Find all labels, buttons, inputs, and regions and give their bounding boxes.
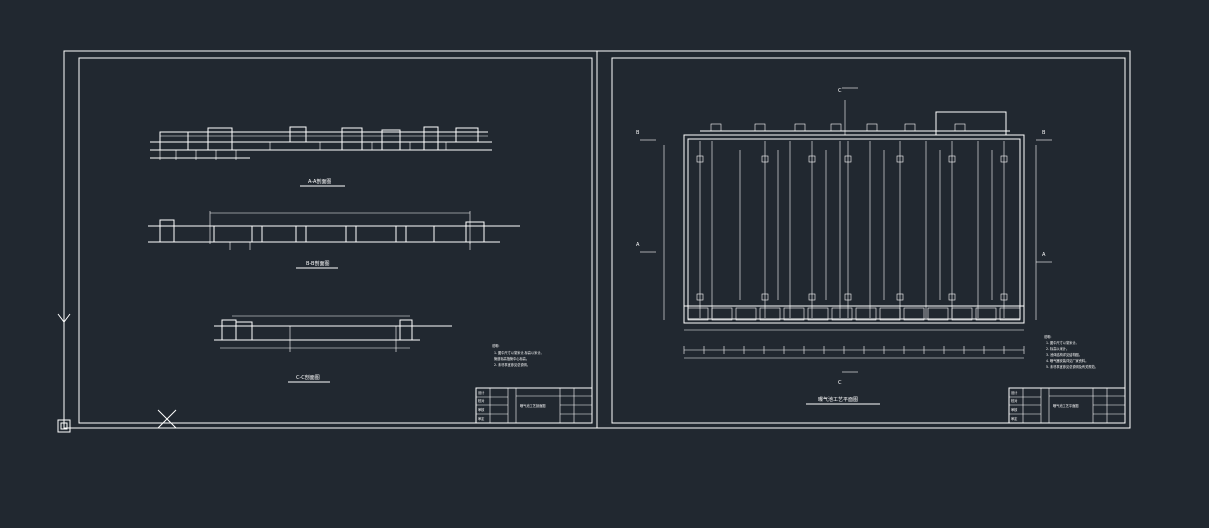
plan-walkway-cell-2 [735,307,757,321]
plan-valve-mark-6 [1000,293,1008,301]
left-notes: 说明: 1. 图中尺寸以毫米计,标高以米计。 管道标高指管中心标高。 2. 未尽… [492,343,544,367]
marker-c-bottom: C [838,380,842,386]
left-tb-row-1: 设计 [478,390,485,395]
plan-valve-mark-1 [761,293,769,301]
marker-b-left: B [636,130,640,136]
left-sheet-outer-frame [63,50,598,429]
left-note-1: 1. 图中尺寸以毫米计,标高以米计。 [494,350,544,355]
section-b-b-drawing[interactable] [148,211,520,269]
plan-inlet-mark-1 [761,155,769,163]
plan-header-nozzle-1 [754,123,766,132]
plan-walkway-cell-11 [951,307,973,321]
right-note-1: 1. 图中尺寸以毫米计。 [1046,340,1079,345]
plan-walkway-cell-8 [879,307,901,321]
left-sheet-inner-frame [78,57,593,424]
plan-walkway-cell-12 [975,307,997,321]
plan-valve-mark-3 [844,293,852,301]
plan-header-nozzle-3 [830,123,842,132]
left-tb-row-4: 审定 [478,416,485,421]
plan-walkway-cell-5 [807,307,829,321]
plan-walkway-cell-4 [783,307,805,321]
right-tb-row-1: 设计 [1011,390,1018,395]
section-marker-lines [640,87,1052,373]
section-c-c-drawing[interactable] [214,315,452,383]
plan-valve-mark-5 [948,293,956,301]
right-tb-drawing-title: 曝气池工艺平面图 [1053,403,1079,408]
right-sheet-outer-frame [596,50,1131,429]
marker-a-left: A [636,242,640,248]
right-tb-row-2: 校对 [1011,398,1018,403]
right-note-3: 3. 池体结构详见结构图。 [1046,352,1082,357]
plan-header-nozzle-2 [794,123,806,132]
plan-walkway-cell-3 [759,307,781,321]
plan-inlet-mark-2 [808,155,816,163]
plan-inlet-mark-6 [1000,155,1008,163]
right-notes-heading: 说明: [1044,334,1051,339]
right-note-4: 4. 曝气器安装详见厂家资料。 [1046,358,1088,363]
left-tb-row-3: 审核 [478,407,485,412]
left-tb-row-2: 校对 [478,398,485,403]
plan-walkway-cell-1 [711,307,733,321]
marker-c-top: C [838,88,842,94]
plan-title: 曝气池工艺平面图 [818,396,858,403]
plan-channel-walls [683,123,1025,354]
right-tb-row-4: 审定 [1011,416,1018,421]
plan-valve-mark-0 [696,293,704,301]
left-note-3: 2. 未尽事宜参见总说明。 [494,362,530,367]
cursor-cross-icon[interactable] [157,409,177,429]
marker-a-right: A [1042,252,1046,258]
section-b-b-label: B-B剖面图 [306,260,330,267]
plan-walkway-cell-6 [831,307,853,321]
aeration-tank-plan[interactable] [663,100,1037,359]
right-tb-row-3: 审核 [1011,407,1018,412]
plan-header-nozzle-4 [866,123,878,132]
plan-inlet-mark-3 [844,155,852,163]
plan-walkway-cell-13 [999,307,1021,321]
marker-b-right: B [1042,130,1046,136]
section-a-a-label: A-A剖面图 [308,178,331,185]
plan-header-nozzle-0 [710,123,722,132]
right-note-2: 2. 标高以米计。 [1046,346,1069,351]
right-title-block[interactable]: 设计 校对 审核 审定 曝气池工艺平面图 [1008,387,1126,424]
plan-inlet-mark-0 [696,155,704,163]
plan-walkway-cell-7 [855,307,877,321]
ucs-icon [57,313,150,433]
right-note-5: 5. 未尽事宜参见总说明及有关规范。 [1046,364,1098,369]
left-title-block[interactable]: 设计 校对 审核 审定 曝气池工艺剖面图 [475,387,593,424]
left-tb-drawing-title: 曝气池工艺剖面图 [520,403,546,408]
plan-header-nozzle-5 [904,123,916,132]
section-c-c-label: C-C剖面图 [296,374,320,381]
plan-header-nozzle-6 [954,123,966,132]
plan-valve-mark-4 [896,293,904,301]
plan-walkway-cell-10 [927,307,949,321]
section-a-a-drawing[interactable] [150,126,492,187]
plan-walkway-cell-9 [903,307,925,321]
right-sheet-inner-frame [611,57,1126,424]
plan-inlet-mark-5 [948,155,956,163]
plan-walkway-cell-0 [687,307,709,321]
plan-valve-mark-2 [808,293,816,301]
right-notes: 说明: 1. 图中尺寸以毫米计。 2. 标高以米计。 3. 池体结构详见结构图。… [1044,334,1098,369]
left-notes-heading: 说明: [492,343,499,348]
left-note-2: 管道标高指管中心标高。 [494,356,529,361]
plan-inlet-mark-4 [896,155,904,163]
